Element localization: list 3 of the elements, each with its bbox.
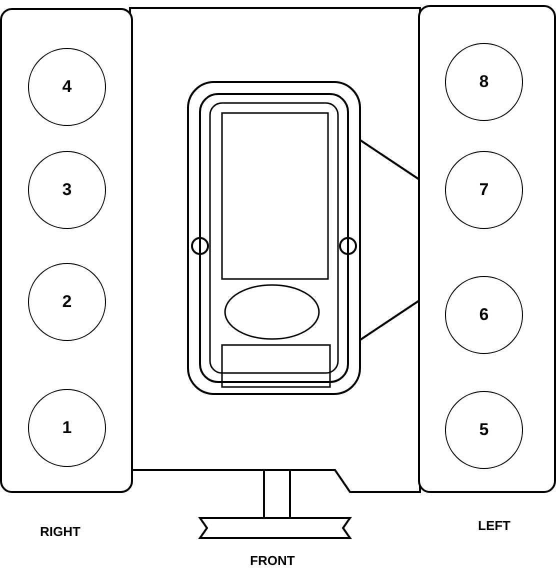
side-label: FRONT: [250, 553, 295, 568]
side-label: RIGHT: [40, 524, 80, 539]
side-label: LEFT: [478, 518, 510, 533]
